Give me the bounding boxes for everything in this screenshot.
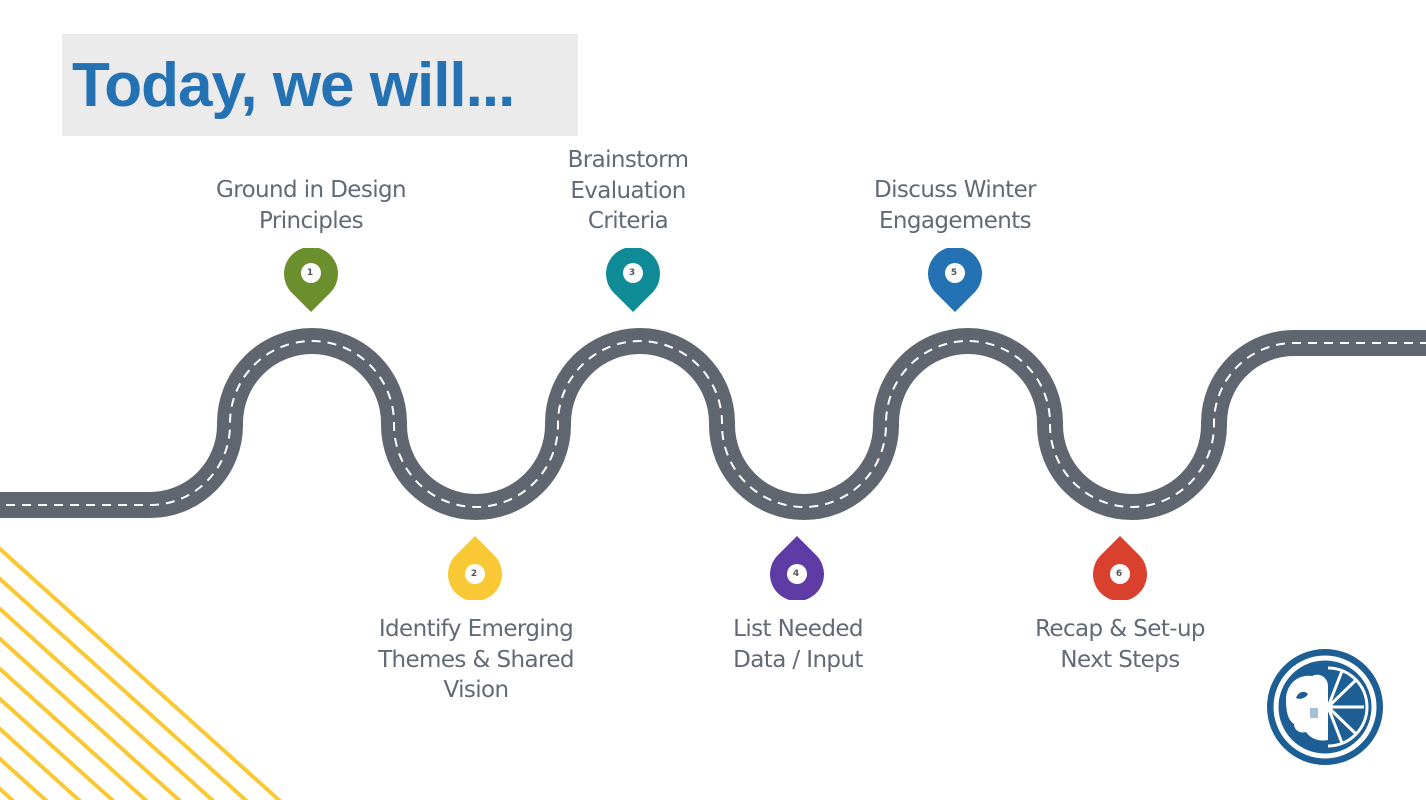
step-2-pin: 2 [448, 534, 502, 602]
step-1-number: 1 [306, 268, 314, 278]
step-1-pin: 1 [284, 246, 338, 314]
step-4-pin: 4 [770, 534, 824, 602]
organization-logo [1267, 649, 1383, 765]
step-1-label: Ground in Design Principles [216, 177, 407, 234]
title-banner [62, 34, 578, 136]
step-3-label: Brainstorm Evaluation Criteria [567, 147, 689, 234]
step-6-number: 6 [1115, 569, 1123, 579]
step-5-label: Discuss Winter Engagements [873, 177, 1037, 234]
slide-title: Today, we will... [72, 51, 515, 120]
step-6-label: Recap & Set-up Next Steps [1035, 616, 1205, 673]
step-2-number: 2 [470, 569, 478, 579]
step-6-pin: 6 [1093, 534, 1147, 602]
step-2-label: Identify Emerging Themes & Shared Vision [378, 616, 574, 703]
step-4-label: List Needed Data / Input [733, 616, 863, 673]
step-3-pin: 3 [606, 246, 660, 314]
step-4-number: 4 [792, 569, 800, 579]
step-5-number: 5 [950, 268, 958, 278]
step-5-pin: 5 [928, 246, 982, 314]
step-3-number: 3 [628, 268, 636, 278]
decorative-stripes [0, 546, 282, 800]
